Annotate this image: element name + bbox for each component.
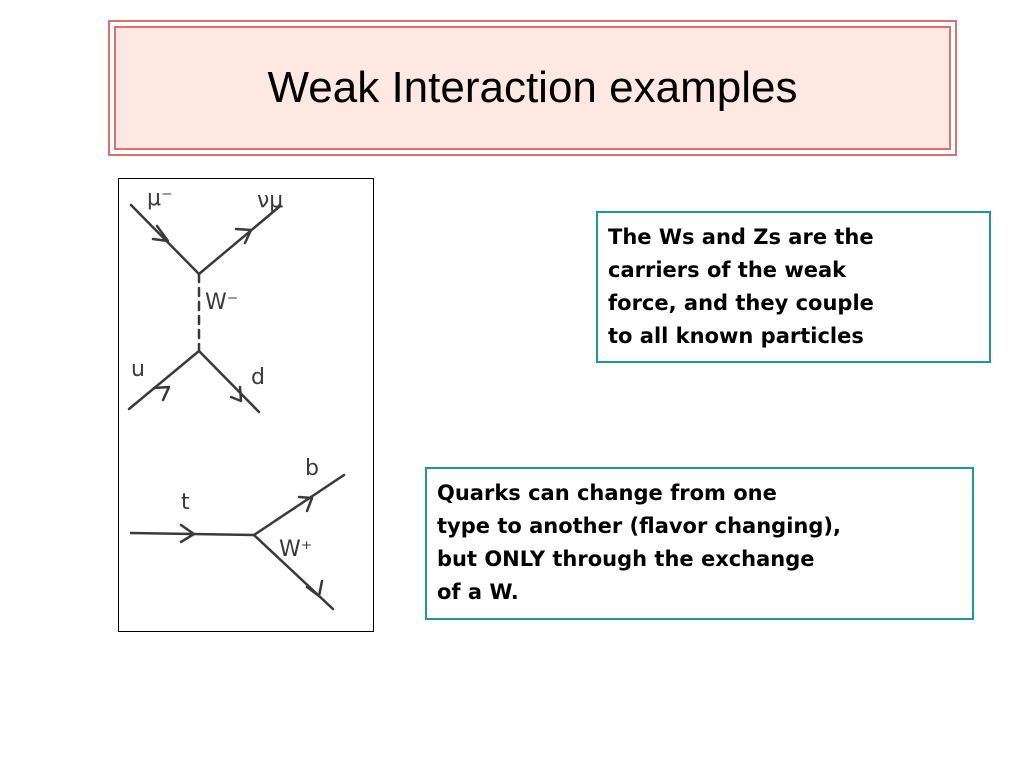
note-line: type to another (flavor changing), — [437, 514, 841, 538]
label-down-quark: d — [251, 365, 265, 390]
note-line: of a W. — [437, 580, 519, 604]
top-arrow — [179, 523, 196, 544]
bottom-arrow — [297, 495, 314, 513]
note-line: Quarks can change from one — [437, 481, 777, 505]
muon-arrow — [151, 224, 170, 243]
label-w-minus: W⁻ — [205, 290, 238, 315]
feynman-diagrams: μ⁻ νμ W⁻ u d t b W⁺ — [127, 186, 346, 611]
neutrino-arrow — [234, 227, 253, 245]
down-quark-line — [197, 349, 261, 414]
weak-carriers-note: The Ws and Zs are the carriers of the we… — [596, 211, 991, 363]
note-line: carriers of the weak — [608, 258, 847, 282]
slide-title: Weak Interaction examples — [267, 63, 798, 112]
up-arrow — [152, 385, 171, 402]
flavor-changing-note: Quarks can change from one type to anoth… — [425, 467, 974, 620]
feynman-diagram-panel: μ⁻ νμ W⁻ u d t b W⁺ — [118, 178, 374, 632]
label-w-plus: W⁺ — [279, 537, 312, 562]
label-up-quark: u — [131, 357, 145, 382]
bottom-quark-line — [252, 473, 346, 537]
note-line: to all known particles — [608, 324, 864, 348]
muon-neutrino-line — [197, 205, 281, 276]
label-bottom-quark: b — [305, 456, 319, 481]
note-line: The Ws and Zs are the — [608, 225, 874, 249]
w-plus-arrow — [305, 579, 324, 598]
note-line: but ONLY through the exchange — [437, 547, 815, 571]
title-box: Weak Interaction examples — [108, 20, 957, 156]
title-inner: Weak Interaction examples — [114, 26, 951, 150]
note-line: force, and they couple — [608, 291, 874, 315]
label-muon: μ⁻ — [147, 186, 173, 211]
label-top-quark: t — [181, 490, 190, 515]
label-muon-neutrino: νμ — [257, 188, 283, 213]
up-quark-line — [127, 349, 201, 411]
down-arrow — [229, 385, 243, 403]
